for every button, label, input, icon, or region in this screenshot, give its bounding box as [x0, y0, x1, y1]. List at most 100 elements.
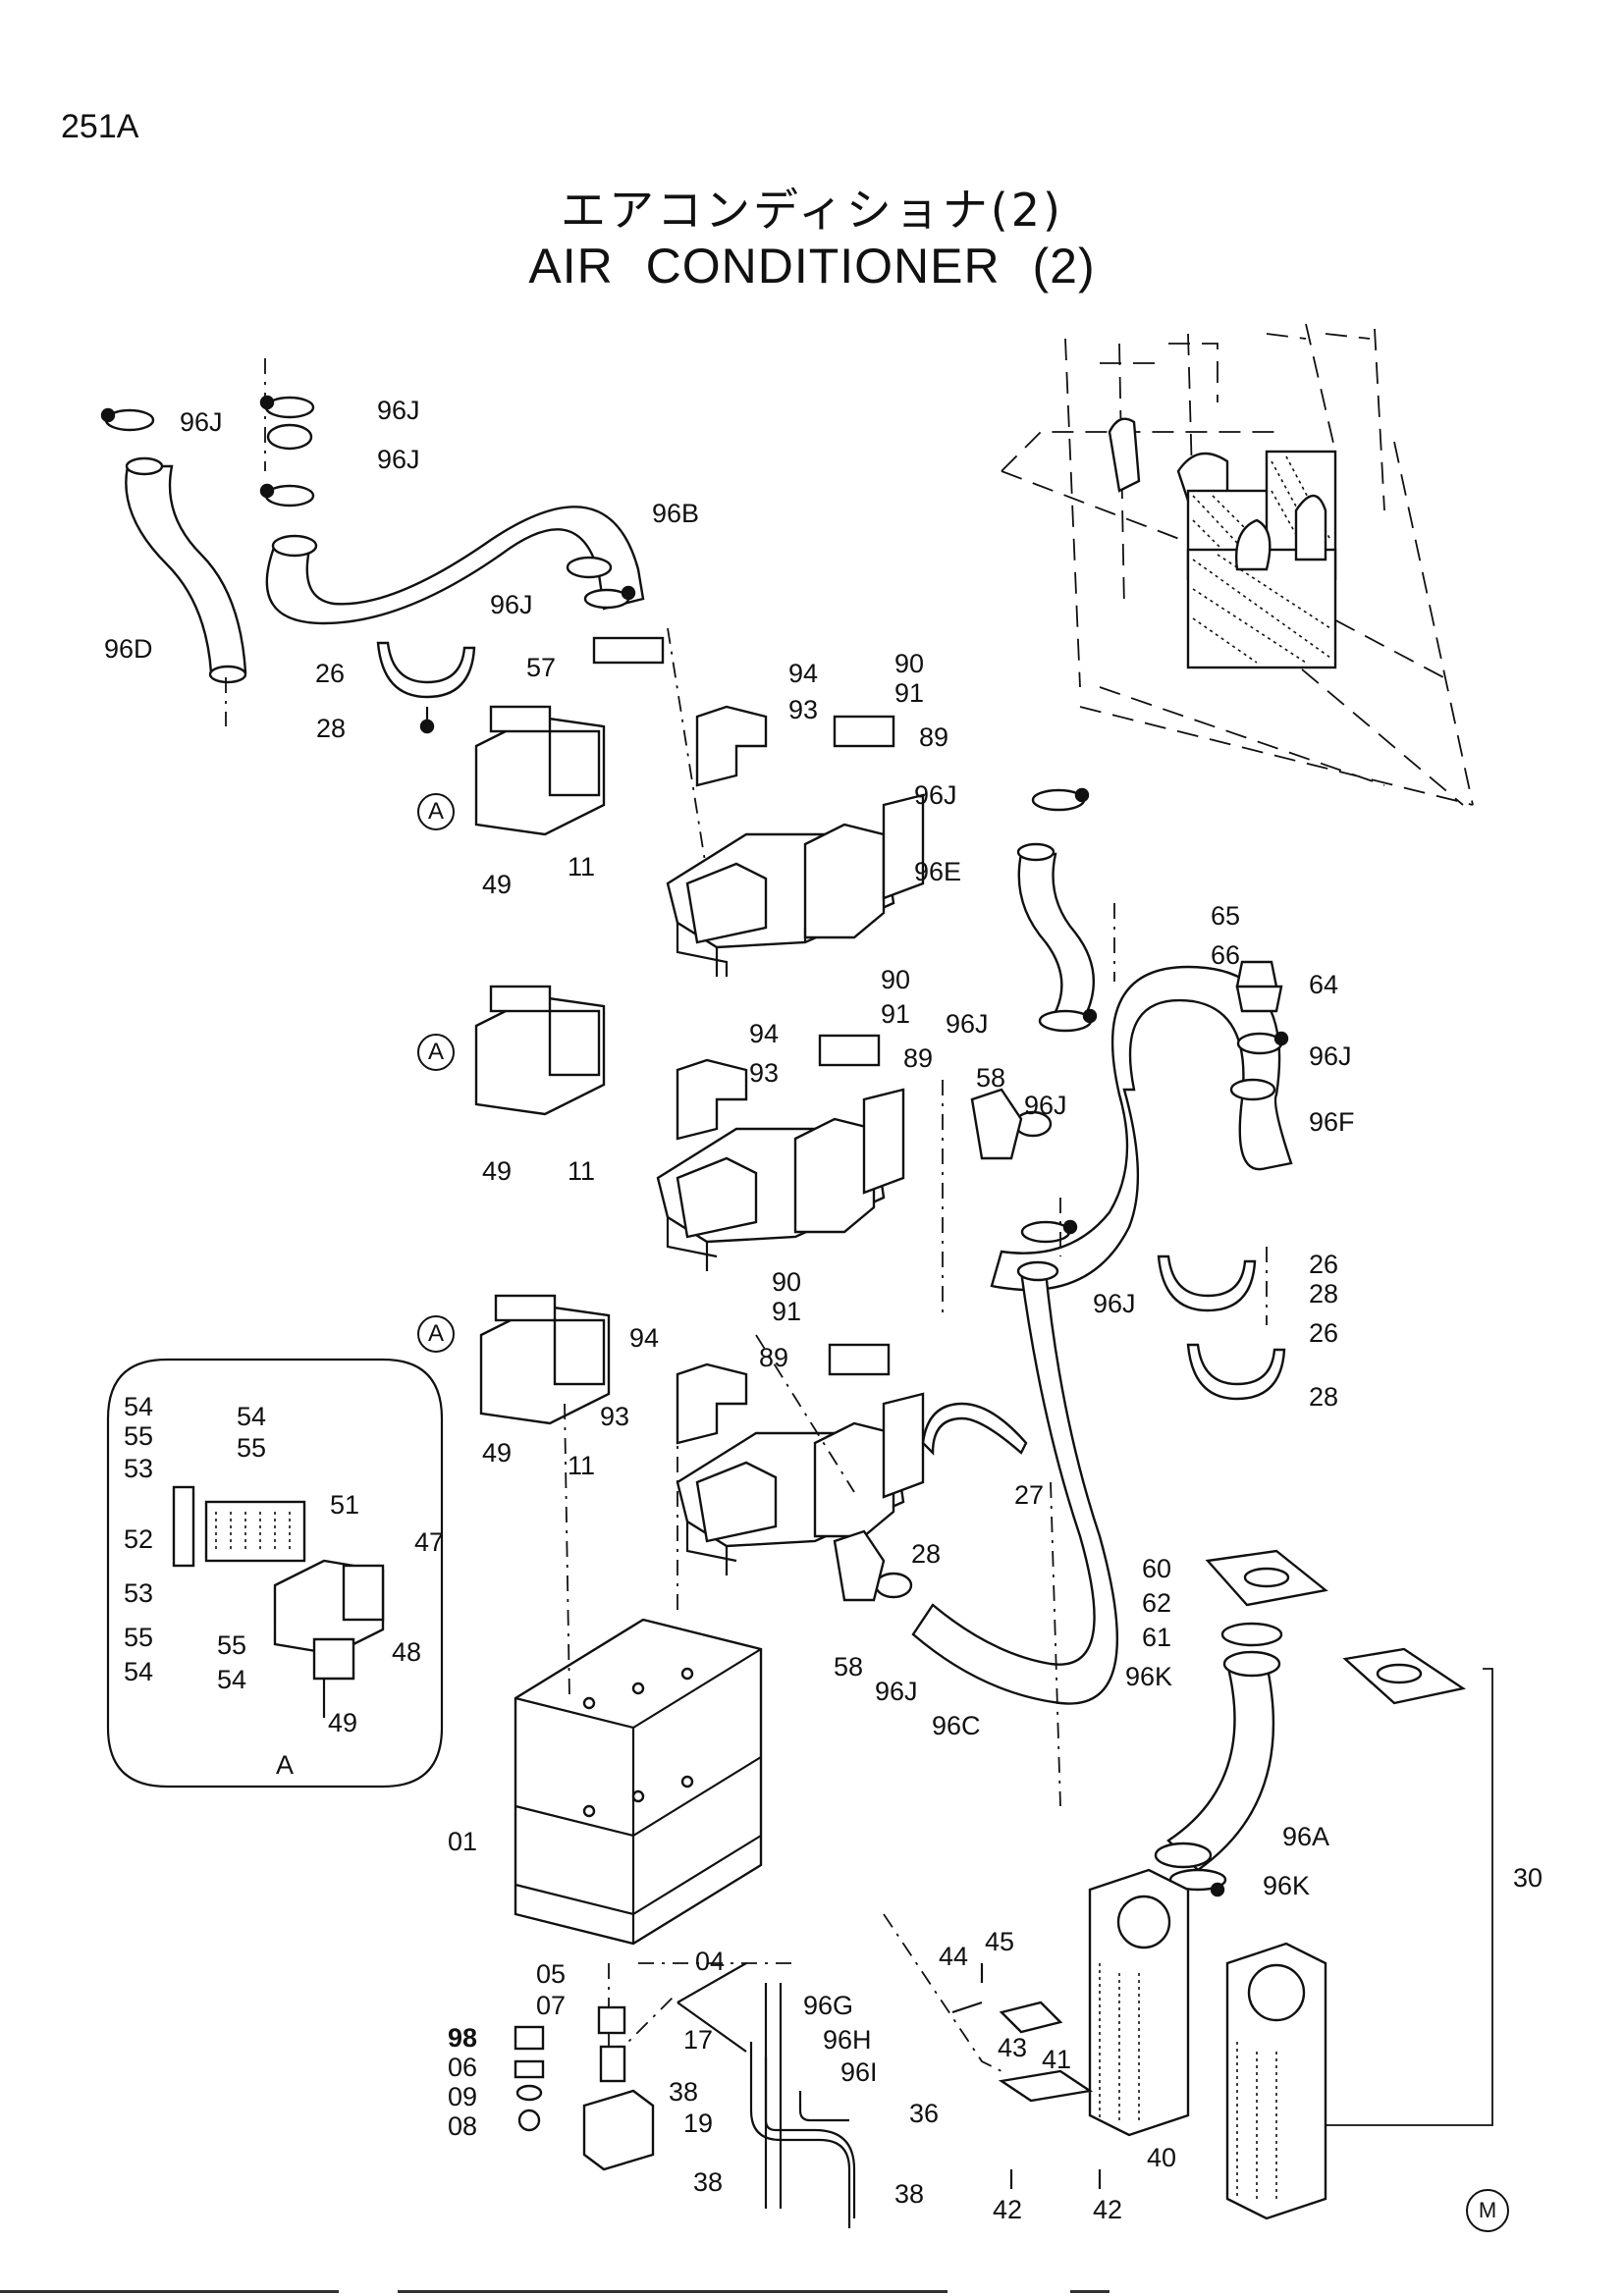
callout-01: 01	[448, 1827, 478, 1856]
callout-a: A	[417, 1034, 455, 1071]
duct-30	[1225, 1942, 1327, 2220]
callout-90: 90	[881, 965, 911, 994]
callout-58: 58	[834, 1652, 864, 1682]
callout-a: A	[417, 1315, 455, 1353]
part-06	[514, 2059, 545, 2079]
callout-41: 41	[1042, 2045, 1072, 2074]
callout-49: 49	[328, 1708, 358, 1737]
callout-06: 06	[448, 2053, 478, 2082]
callout-17: 17	[683, 2025, 714, 2055]
callout-96b: 96B	[652, 499, 700, 528]
hose-assembly-lines	[225, 358, 708, 875]
callout-53: 53	[124, 1578, 154, 1608]
callout-91: 91	[881, 999, 911, 1029]
callout-90: 90	[772, 1267, 802, 1297]
callout-11: 11	[568, 852, 596, 881]
title-english: AIR CONDITIONER (2)	[528, 239, 1096, 294]
clamp-27	[921, 1402, 1028, 1456]
callout-30: 30	[1513, 1863, 1543, 1893]
callout-44: 44	[939, 1942, 969, 1971]
callout-55: 55	[124, 1421, 154, 1451]
hose-96a	[1154, 1650, 1281, 1872]
callout-51: 51	[330, 1490, 360, 1520]
washer-09	[515, 2084, 543, 2102]
callout-05: 05	[536, 1959, 567, 1989]
callout-55: 55	[237, 1433, 267, 1463]
title-japanese: エアコンディショナ(2)	[561, 184, 1063, 237]
callout-28: 28	[316, 714, 347, 743]
callout-96k: 96K	[1125, 1662, 1173, 1691]
callout-96f: 96F	[1309, 1107, 1355, 1137]
detail-view-a	[106, 1358, 444, 1789]
bracket-mount	[582, 2089, 655, 2171]
callout-28: 28	[1309, 1279, 1339, 1308]
callout-96g: 96G	[803, 1991, 854, 2020]
callout-52: 52	[124, 1524, 154, 1554]
hose-clamps-upper-left	[100, 395, 636, 610]
blower-assembly-a-2	[474, 985, 606, 1116]
callout-28: 28	[911, 1539, 942, 1569]
detail-label-a: A	[276, 1750, 295, 1780]
callout-54: 54	[124, 1657, 154, 1686]
callout-08: 08	[448, 2111, 478, 2141]
callout-66: 66	[1211, 940, 1241, 970]
footer-rule	[398, 2290, 947, 2293]
callout-07: 07	[536, 1991, 567, 2020]
manufacturer-mark: M	[1466, 2189, 1509, 2232]
hose-96e	[1016, 842, 1096, 1031]
hose-96c	[911, 1260, 1119, 1705]
callout-43: 43	[998, 2033, 1028, 2062]
callout-64: 64	[1309, 970, 1339, 999]
callout-61: 61	[1142, 1623, 1172, 1652]
callout-96e: 96E	[914, 857, 962, 886]
fitting-64	[1235, 960, 1283, 1013]
callout-28: 28	[1309, 1382, 1339, 1412]
callout-11: 11	[568, 1451, 596, 1480]
callout-96j: 96J	[377, 396, 420, 425]
blower-assembly-a-1	[474, 705, 606, 836]
callout-89: 89	[919, 722, 949, 752]
footer-rule	[1070, 2290, 1110, 2293]
callout-57: 57	[526, 653, 557, 682]
callout-89: 89	[759, 1343, 789, 1372]
callout-96i: 96I	[840, 2057, 878, 2087]
callout-93: 93	[788, 695, 819, 724]
callout-42: 42	[993, 2195, 1023, 2224]
clamp-26-right-1	[1157, 1255, 1257, 1312]
duct-40	[1088, 1868, 1190, 2137]
callout-54: 54	[237, 1402, 267, 1431]
callout-36: 36	[909, 2099, 940, 2128]
callout-89: 89	[903, 1043, 934, 1073]
callout-49: 49	[482, 1438, 513, 1468]
machine-frame-context	[1001, 323, 1474, 806]
callout-38: 38	[894, 2179, 925, 2209]
page-number: 251A	[61, 108, 139, 145]
frame-01	[514, 1618, 763, 1946]
ac-unit-row-2	[656, 1034, 905, 1271]
lower-assembly-lines	[564, 1403, 1002, 2072]
right-assembly-lines	[755, 903, 1268, 1807]
hose-96b	[265, 506, 645, 625]
callout-65: 65	[1211, 901, 1241, 931]
callout-48: 48	[392, 1637, 422, 1667]
callout-93: 93	[749, 1058, 780, 1088]
callout-53: 53	[124, 1454, 154, 1483]
callout-04: 04	[695, 1947, 726, 1976]
mount-05	[597, 2005, 626, 2035]
callout-91: 91	[772, 1297, 802, 1326]
part-98	[514, 2025, 545, 2051]
clamp-26-right-2	[1186, 1343, 1286, 1401]
callout-96d: 96D	[104, 634, 153, 664]
callout-58: 58	[976, 1063, 1006, 1093]
callout-47: 47	[414, 1527, 445, 1557]
bracket-line-30	[1326, 1668, 1493, 2126]
ac-unit-row-1	[592, 636, 925, 977]
callout-96j: 96J	[946, 1009, 989, 1039]
callout-49: 49	[482, 1156, 513, 1186]
callout-45: 45	[985, 1927, 1015, 1956]
pipes-96g-96h-96i	[677, 1962, 856, 2228]
callout-96j: 96J	[875, 1677, 918, 1706]
callout-55: 55	[124, 1623, 154, 1652]
hose-clamps-right	[874, 787, 1289, 1897]
